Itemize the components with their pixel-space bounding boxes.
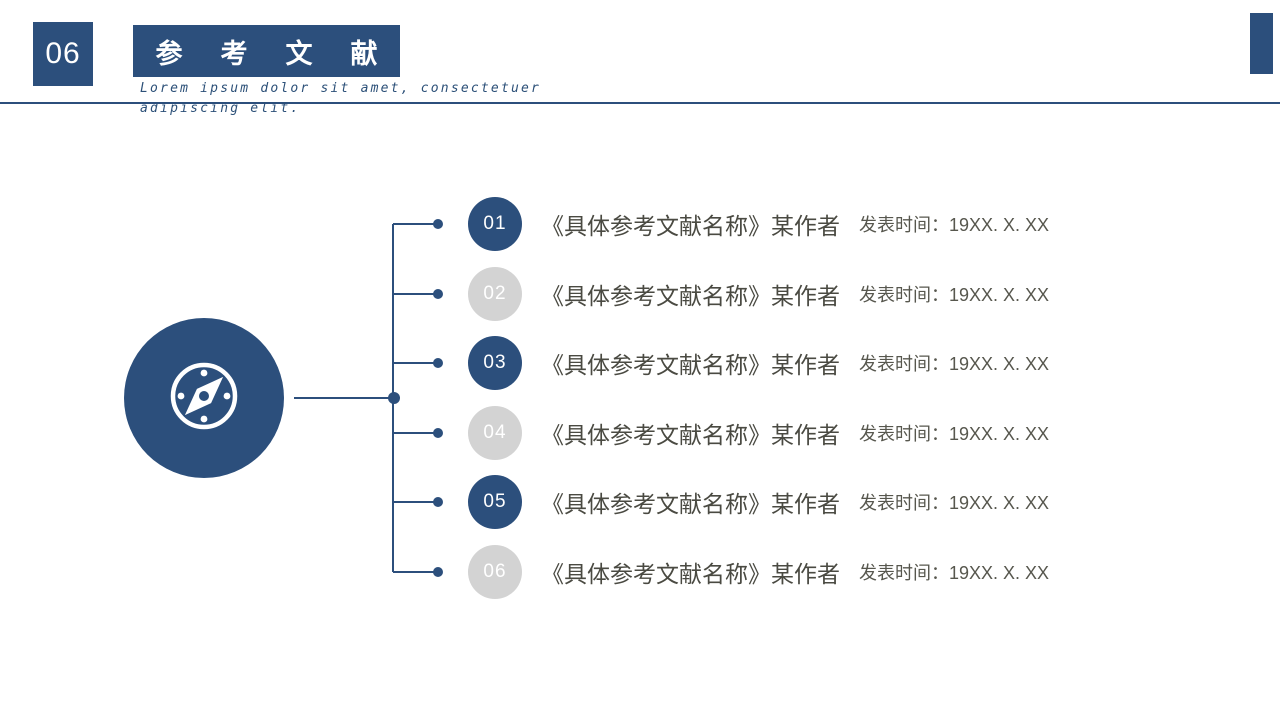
branch-line: [393, 293, 437, 295]
reference-row: 01 《具体参考文献名称》某作者 发表时间：19XX. X. XX: [393, 197, 1093, 251]
ref-title: 《具体参考文献名称》某作者: [541, 283, 840, 309]
ref-date: 发表时间：19XX. X. XX: [859, 563, 1050, 583]
branch-line: [393, 223, 437, 225]
reference-row: 04 《具体参考文献名称》某作者 发表时间：19XX. X. XX: [393, 406, 1093, 460]
ref-number-badge: 02: [468, 267, 522, 321]
branch-dot: [433, 358, 443, 368]
ref-date: 发表时间：19XX. X. XX: [859, 285, 1050, 305]
ref-number-badge: 03: [468, 336, 522, 390]
timeline-line: [392, 224, 394, 572]
branch-line: [393, 362, 437, 364]
ref-title: 《具体参考文献名称》某作者: [541, 561, 840, 587]
ref-number-badge: 06: [468, 545, 522, 599]
corner-accent-bar: [1250, 13, 1273, 74]
divider-line: [0, 102, 1280, 104]
ref-date: 发表时间：19XX. X. XX: [859, 354, 1050, 374]
slide-subtitle: Lorem ipsum dolor sit amet, consectetuer…: [140, 81, 542, 116]
ref-title: 《具体参考文献名称》某作者: [541, 352, 840, 378]
branch-line: [393, 501, 437, 503]
reference-row: 06 《具体参考文献名称》某作者 发表时间：19XX. X. XX: [393, 545, 1093, 599]
ref-number-badge: 05: [468, 475, 522, 529]
ref-number-badge: 04: [468, 406, 522, 460]
ref-number-badge: 01: [468, 197, 522, 251]
compass-circle: [124, 318, 284, 478]
ref-date: 发表时间：19XX. X. XX: [859, 493, 1050, 513]
ref-title: 《具体参考文献名称》某作者: [541, 422, 840, 448]
slide-title-box: 参考文献: [133, 25, 400, 77]
reference-row: 05 《具体参考文献名称》某作者 发表时间：19XX. X. XX: [393, 475, 1093, 529]
ref-title: 《具体参考文献名称》某作者: [541, 491, 840, 517]
slide-title: 参考文献: [155, 38, 416, 69]
branch-dot: [433, 567, 443, 577]
branch-dot: [433, 289, 443, 299]
connector-line: [294, 397, 390, 399]
branch-line: [393, 432, 437, 434]
reference-row: 02 《具体参考文献名称》某作者 发表时间：19XX. X. XX: [393, 267, 1093, 321]
branch-dot: [433, 219, 443, 229]
branch-line: [393, 571, 437, 573]
ref-date: 发表时间：19XX. X. XX: [859, 424, 1050, 444]
branch-dot: [433, 428, 443, 438]
compass-icon: [156, 348, 252, 449]
ref-title: 《具体参考文献名称》某作者: [541, 213, 840, 239]
page-number: 06: [45, 37, 81, 70]
junction-dot: [388, 392, 400, 404]
branch-dot: [433, 497, 443, 507]
page-number-badge: 06: [33, 22, 93, 86]
reference-row: 03 《具体参考文献名称》某作者 发表时间：19XX. X. XX: [393, 336, 1093, 390]
ref-date: 发表时间：19XX. X. XX: [859, 215, 1050, 235]
